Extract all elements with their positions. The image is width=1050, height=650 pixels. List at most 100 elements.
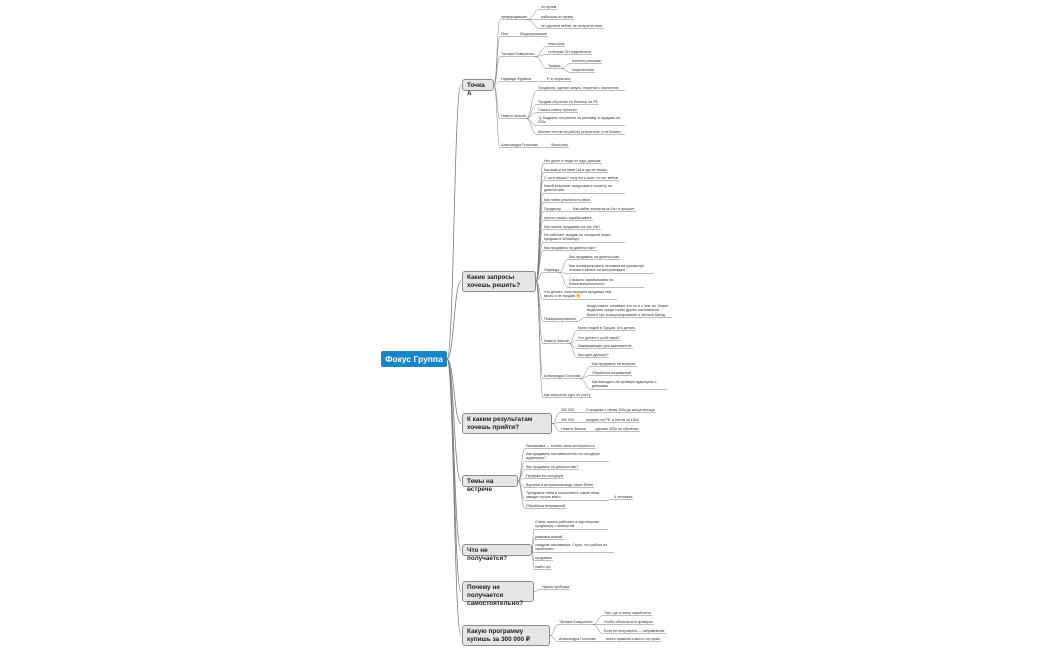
leaf-nayti-ca[interactable]: найти ЦА: [535, 565, 551, 569]
leaf-esli-ne[interactable]: Если не получается — направление: [604, 629, 665, 633]
leaf-ne-sdelala[interactable]: не сделала вебов, не получила опыт: [541, 24, 603, 28]
connector: [493, 84, 501, 148]
leaf-realnost[interactable]: Как найти реальность свою: [544, 198, 590, 202]
leaf-nadezhda-q[interactable]: Надежда: [544, 268, 560, 272]
leaf-skonvertirovat[interactable]: Как сконвертировать человека на просмотр…: [569, 264, 644, 273]
branch-temy[interactable]: Темы на встрече: [462, 475, 518, 493]
leaf-trafik[interactable]: Трафик: [548, 64, 561, 68]
leaf-nikita-a[interactable]: Никита Чинков: [501, 114, 526, 118]
branch-zaprosy[interactable]: Какие запросы хочешь решить?: [462, 271, 536, 292]
leaf-na-voprose[interactable]: Как продавать на вопросе: [592, 362, 636, 366]
root-node[interactable]: Фокус Группа: [381, 351, 447, 367]
leaf-nikita-q[interactable]: Никита Чинков: [544, 339, 569, 343]
leaf-fotograf[interactable]: Фотограф: [551, 143, 568, 147]
leaf-holodnaya[interactable]: Продажи на холодную: [526, 474, 564, 478]
connector: [575, 317, 587, 322]
leaf-r-v-otkrytiyah[interactable]: Р. в открытиях: [547, 77, 571, 81]
leaf-300k-a[interactable]: 300 000: [561, 408, 574, 412]
leaf-malo-lyudey[interactable]: Мало людей в Турции. Что делать: [578, 326, 636, 330]
branch-programma[interactable]: Какую программу купишь за 300 000 ₽: [462, 625, 550, 646]
branch-ne-poluchaetsya[interactable]: Что не получается?: [462, 544, 532, 562]
leaf-300k-b[interactable]: 300 000: [561, 418, 574, 422]
leaf-2-prodazhi[interactable]: 2 продажи с твоим 100к до конца месяца: [586, 408, 655, 412]
leaf-obrabotka-q[interactable]: Обработка возражений: [592, 371, 631, 375]
leaf-aleksandra-q[interactable]: Александра Голосова: [544, 374, 581, 378]
leaf-nikita-r[interactable]: Никита Чинков: [561, 427, 586, 431]
branch-rezultaty[interactable]: К каким результатам хочешь прийти?: [462, 413, 552, 434]
leaf-prosto-nachat[interactable]: просто начать зарабатывать: [544, 216, 592, 220]
leaf-obrabotka-t[interactable]: Обработка возражений: [526, 504, 565, 508]
connector: [560, 68, 572, 73]
leaf-mnogo-pravila[interactable]: много правила и место на нулях: [606, 637, 661, 641]
leaf-partnerstvo[interactable]: Очень тяжело работать в партнерстве прод…: [535, 520, 600, 529]
leaf-chek-15k[interactable]: Как начать продавать на чек 15к?: [544, 225, 601, 229]
leaf-strashno[interactable]: Страшно зарабатывать на благотворительно…: [569, 278, 614, 287]
leaf-nayti-eksperta[interactable]: Как найти эксперта за 1м+ и процент: [573, 207, 635, 211]
leaf-kak-vyiti[interactable]: Как выйти на свою ЦА и где ее искать: [544, 168, 608, 172]
leaf-kogda-klient[interactable]: Когда клиент понимает кто ты и о чем ты.…: [587, 304, 669, 317]
leaf-nuzhna-probovka[interactable]: Нужна пробовка: [542, 585, 570, 589]
leaf-tam-gde[interactable]: Там, где я смогу заработать: [604, 611, 651, 615]
leaf-storitelling[interactable]: сторителлинг: [572, 68, 595, 72]
connector: [558, 259, 569, 273]
leaf-kurs-po-rostu[interactable]: Как запустить курс по росту: [544, 393, 591, 397]
connector: [568, 343, 578, 358]
connector: [525, 90, 538, 119]
leaf-usoy-tavoy[interactable]: Что делать с усой тавой?: [578, 336, 621, 340]
leaf-tselevaya[interactable]: Как выходить на целевую аудиторию с день…: [592, 380, 657, 389]
leaf-4-cheloveka[interactable]: 4 человека: [614, 495, 633, 499]
leaf-tatyana-p[interactable]: Татьяна Бовкуненко: [559, 620, 593, 624]
leaf-raspakovka[interactable]: Распаковка — понять свою экспертность: [526, 444, 595, 448]
leaf-net-deneg[interactable]: Нет денег в люди не идут дальше: [544, 159, 601, 163]
connector: [551, 412, 561, 424]
connector: [579, 378, 592, 390]
leaf-prodavat[interactable]: продавать: [535, 556, 553, 560]
leaf-moderirovanie[interactable]: Модерирование: [520, 32, 547, 36]
leaf-voronka[interactable]: Воронка в актуальном виде через Reels: [526, 483, 594, 487]
leaf-preproduction[interactable]: предпродакшен: [501, 15, 528, 19]
leaf-kak-prodavat-diag[interactable]: Как продавать на диагностике: [569, 255, 620, 259]
leaf-aleksandra-a[interactable]: Александра Голосова: [501, 143, 538, 147]
leaf-prodat-re[interactable]: продать на РЕ, а потом за 150к: [586, 418, 639, 422]
leaf-telegram[interactable]: телеграм ОН подключена: [548, 50, 591, 54]
leaf-prodyuser-q[interactable]: Продюсер: [544, 207, 562, 211]
connector: [446, 84, 462, 360]
leaf-sdelat-300k[interactable]: сделать 300к на обучении: [595, 427, 639, 431]
leaf-rabotala[interactable]: работала по нулям: [541, 15, 573, 19]
leaf-pozicionirovanie[interactable]: Позиционирование: [544, 317, 577, 321]
connector: [535, 281, 544, 300]
leaf-diagnostika-q[interactable]: Как продавать на диагностике?: [544, 246, 597, 250]
leaf-vygorel[interactable]: Что делать, если выгорел продавая тем мн…: [544, 290, 611, 299]
leaf-nadezhda-f[interactable]: Надежда Фуркина: [501, 77, 532, 81]
leaf-upakovka[interactable]: упаковка знаний: [535, 535, 563, 539]
leaf-s-chego[interactable]: С чего начать? хочу есть опыт, но нет ве…: [544, 176, 618, 180]
connector: [526, 19, 541, 29]
leaf-poka-nol[interactable]: пока ноль: [548, 42, 565, 46]
leaf-kak-idti[interactable]: Как идти дальше?: [578, 353, 609, 357]
leaf-zavershayushee[interactable]: Завершающее для завоевателя: [578, 344, 632, 348]
connector: [549, 624, 559, 636]
leaf-po-nulyam[interactable]: по нулям: [541, 5, 557, 9]
leaf-kakoy-rezultat[interactable]: Какой результат представить клиенту на д…: [544, 184, 612, 193]
branch-pochemu[interactable]: Почему не получается самостоятельно?: [462, 581, 534, 607]
connector: [446, 358, 462, 482]
leaf-nastavnichestvo[interactable]: Как продавать наставничество на холодную…: [526, 452, 600, 461]
leaf-trendovye[interactable]: Трендовые темы в консалтинге, какие темы…: [526, 491, 600, 500]
leaf-yana[interactable]: Яна: [501, 32, 508, 36]
leaf-prodayu[interactable]: Продаю обучение по бизнесу на РЕ: [538, 100, 598, 104]
leaf-whatsapp[interactable]: Не работает продаж на холодной через про…: [544, 233, 611, 242]
connector: [493, 19, 501, 86]
leaf-byudzhety[interactable]: Ту бюджеты потратили на рекламу, в прода…: [538, 116, 621, 125]
leaf-chtoby[interactable]: Чтобы объяснили в проверке: [604, 620, 653, 624]
leaf-prodyuser[interactable]: Продюсер, сделал запуск, теоретик с эксп…: [538, 86, 619, 90]
leaf-mnogie[interactable]: Многие хотели на работу устроиться, а не…: [538, 130, 621, 134]
leaf-aleksandra-p[interactable]: Александра Голосова: [559, 637, 596, 641]
connector: [534, 56, 548, 69]
leaf-diagnostika-t[interactable]: Как продавать на диагностике?: [526, 465, 579, 469]
leaf-glaza[interactable]: Глаза в новые проекты: [538, 108, 577, 112]
leaf-kontent-reklama[interactable]: Контент-реклама: [572, 59, 601, 63]
branch-tochka-a[interactable]: Точка А: [462, 79, 494, 97]
leaf-tatyana[interactable]: Татьяна Бовкуненко: [501, 52, 535, 56]
leaf-sindrom[interactable]: синдром самозванца. Страх, что работа не…: [535, 543, 608, 552]
